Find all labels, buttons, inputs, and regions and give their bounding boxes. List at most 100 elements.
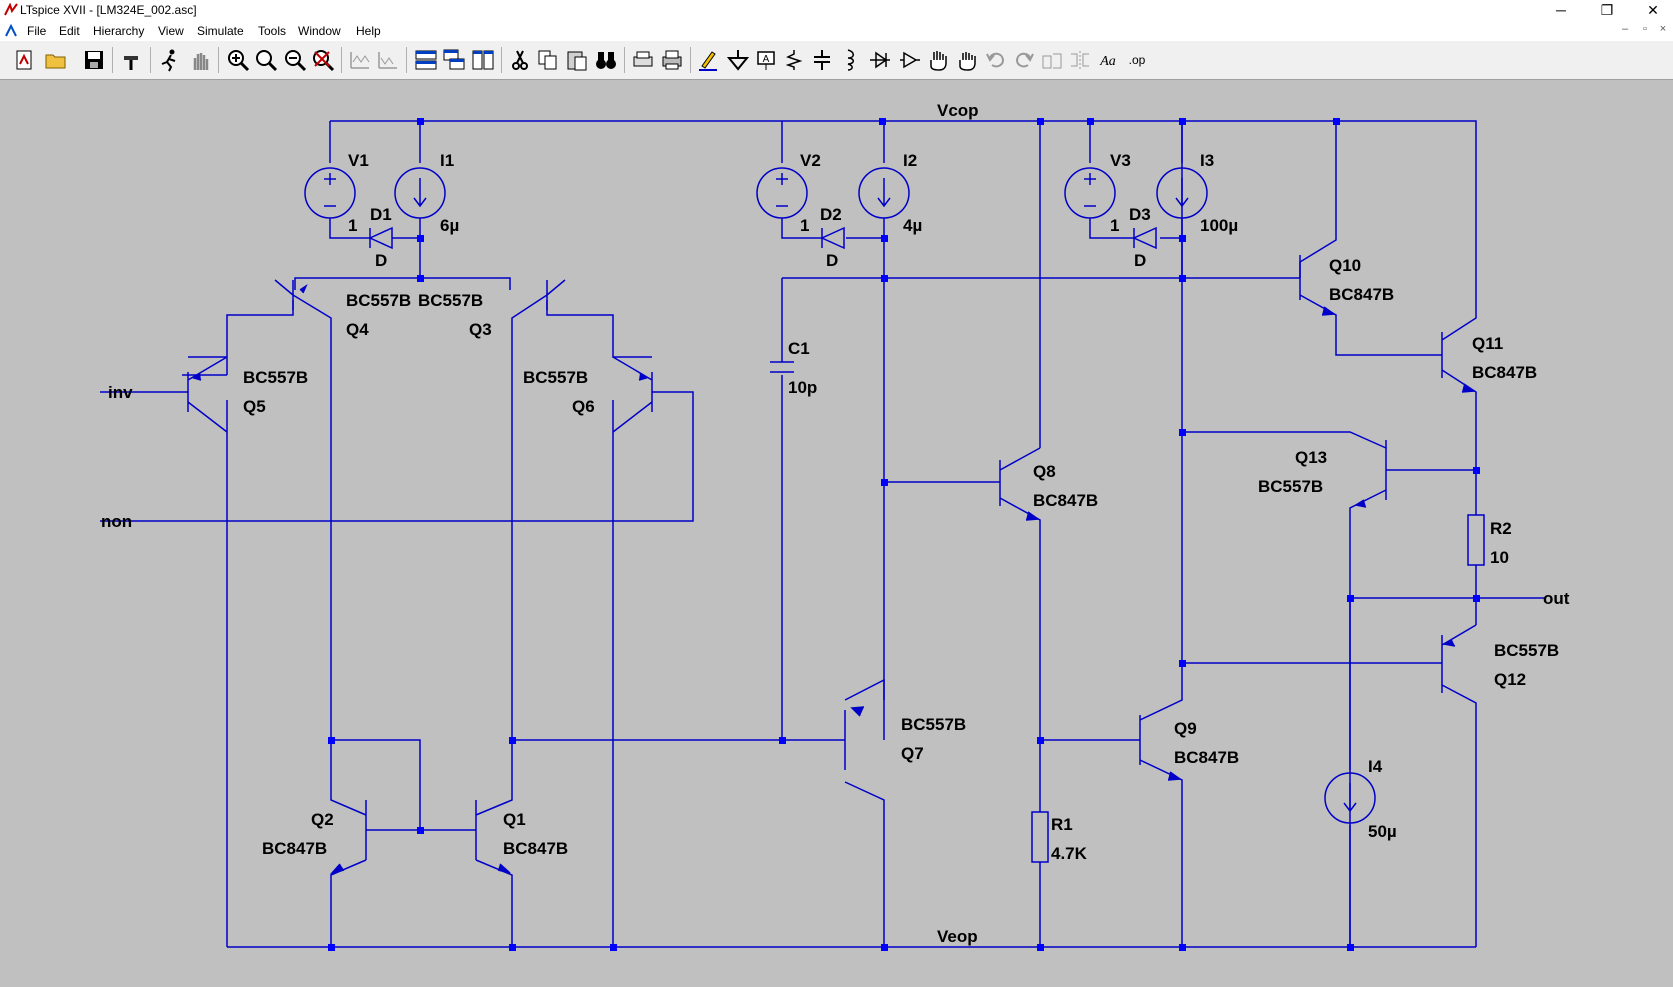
menu-edit[interactable]: Edit xyxy=(59,24,80,38)
save-icon[interactable] xyxy=(82,48,106,72)
diode-d3-symbol[interactable] xyxy=(1130,226,1157,250)
print-icon[interactable] xyxy=(660,48,684,72)
zoom-fit-icon[interactable] xyxy=(311,48,335,72)
components xyxy=(187,167,1485,875)
source-i2-symbol[interactable] xyxy=(858,167,910,219)
menu-hierarchy[interactable]: Hierarchy xyxy=(93,24,145,38)
tile-horizontal-icon[interactable] xyxy=(414,48,438,72)
ground-icon[interactable] xyxy=(726,48,750,72)
ref-v2: V2 xyxy=(800,151,821,170)
ref-v3: V3 xyxy=(1110,151,1131,170)
ref-q2: Q2 xyxy=(311,810,334,829)
undo-icon[interactable] xyxy=(984,48,1008,72)
tile-vertical-icon[interactable] xyxy=(471,48,495,72)
resistor-r2-symbol[interactable] xyxy=(1467,514,1485,566)
diode-d1-symbol[interactable] xyxy=(363,226,397,250)
redo-icon[interactable] xyxy=(1012,48,1036,72)
resistor-icon[interactable] xyxy=(782,48,806,72)
text-icon[interactable]: Aa xyxy=(1096,48,1120,72)
autorange-x-icon[interactable] xyxy=(348,48,372,72)
wires xyxy=(100,120,1545,948)
value-q8: BC847B xyxy=(1033,491,1098,510)
value-q11: BC847B xyxy=(1472,363,1537,382)
ref-i4: I4 xyxy=(1368,757,1383,776)
source-i1-symbol[interactable] xyxy=(394,167,446,219)
autorange-y-icon[interactable] xyxy=(376,48,400,72)
zoom-in-icon[interactable] xyxy=(226,48,250,72)
value-q7: BC557B xyxy=(901,715,966,734)
ref-d2: D2 xyxy=(820,205,842,224)
mirror-icon[interactable] xyxy=(1068,48,1092,72)
capacitor-icon[interactable] xyxy=(810,48,834,72)
window-minimize-button[interactable]: ─ xyxy=(1556,2,1566,18)
find-binoculars-icon[interactable] xyxy=(594,48,618,72)
schematic-canvas[interactable]: Vcop Veop inv non out V1 1 I1 6µ D1 D V2… xyxy=(0,80,1673,987)
transistor-q6-symbol[interactable] xyxy=(612,356,653,433)
ref-q7: Q7 xyxy=(901,744,924,763)
value-i2: 4µ xyxy=(903,216,922,235)
source-i3-symbol[interactable] xyxy=(1156,167,1208,219)
source-i4-symbol[interactable] xyxy=(1324,772,1376,824)
halt-hand-icon[interactable] xyxy=(188,48,212,72)
rotate-icon[interactable] xyxy=(1040,48,1064,72)
new-schematic-icon[interactable] xyxy=(12,48,36,72)
transistor-q3-symbol[interactable] xyxy=(511,279,566,355)
window-close-button[interactable]: ✕ xyxy=(1647,2,1659,18)
value-v3: 1 xyxy=(1110,216,1119,235)
run-icon[interactable] xyxy=(158,48,182,72)
open-folder-icon[interactable] xyxy=(44,48,68,72)
move-hand-icon[interactable] xyxy=(926,48,950,72)
zoom-out-icon[interactable] xyxy=(283,48,307,72)
doc-close-button[interactable]: × xyxy=(1659,23,1667,35)
diode-icon[interactable] xyxy=(868,48,892,72)
resistor-r1-symbol[interactable] xyxy=(1031,811,1049,863)
net-label-out: out xyxy=(1543,589,1570,608)
menu-help[interactable]: Help xyxy=(356,24,381,38)
toolbar: A Aa .op xyxy=(0,41,1673,80)
schematic-doc-icon[interactable] xyxy=(4,24,18,38)
title-bar: LTspice XVII - [LM324E_002.asc] ─ ❐ ✕ xyxy=(0,0,1673,21)
spice-directive-icon[interactable]: .op xyxy=(1125,48,1149,72)
ref-q12: Q12 xyxy=(1494,670,1526,689)
source-v2-symbol[interactable] xyxy=(756,167,808,219)
menu-window[interactable]: Window xyxy=(298,24,341,38)
menu-view[interactable]: View xyxy=(158,24,184,38)
value-q2: BC847B xyxy=(262,839,327,858)
label-net-icon[interactable]: A xyxy=(754,48,778,72)
value-v1: 1 xyxy=(348,216,357,235)
source-v3-symbol[interactable] xyxy=(1064,167,1116,219)
value-q6: BC557B xyxy=(523,368,588,387)
paste-icon[interactable] xyxy=(565,48,589,72)
value-q5: BC557B xyxy=(243,368,308,387)
diode-d2-symbol[interactable] xyxy=(808,226,845,250)
pan-icon[interactable] xyxy=(254,48,278,72)
svg-text:Aa: Aa xyxy=(1099,54,1116,69)
source-v1-symbol[interactable] xyxy=(304,167,356,219)
transistor-q5-symbol[interactable] xyxy=(187,356,228,433)
ref-i3: I3 xyxy=(1200,151,1214,170)
ref-v1: V1 xyxy=(348,151,369,170)
component-icon[interactable] xyxy=(898,48,922,72)
capacitor-c1-symbol[interactable] xyxy=(770,361,794,373)
control-panel-hammer-icon[interactable] xyxy=(120,48,144,72)
drag-hand-icon[interactable] xyxy=(955,48,979,72)
menu-simulate[interactable]: Simulate xyxy=(197,24,244,38)
menu-bar: File Edit Hierarchy View Simulate Tools … xyxy=(0,21,1673,42)
copy-icon[interactable] xyxy=(536,48,560,72)
draw-wire-pencil-icon[interactable] xyxy=(696,48,720,72)
cut-scissors-icon[interactable] xyxy=(508,48,532,72)
ref-q9: Q9 xyxy=(1174,719,1197,738)
ref-r1: R1 xyxy=(1051,815,1073,834)
menu-file[interactable]: File xyxy=(27,24,47,38)
transistor-q4-symbol[interactable] xyxy=(274,279,332,355)
window-restore-button[interactable]: ❐ xyxy=(1600,2,1614,18)
inductor-icon[interactable] xyxy=(838,48,862,72)
cascade-windows-icon[interactable] xyxy=(442,48,466,72)
print-preview-icon[interactable] xyxy=(631,48,655,72)
menu-tools[interactable]: Tools xyxy=(258,24,287,38)
net-label-veop: Veop xyxy=(937,927,978,946)
value-q9: BC847B xyxy=(1174,748,1239,767)
value-i1: 6µ xyxy=(440,216,459,235)
doc-restore-button[interactable]: ▫ xyxy=(1643,23,1647,35)
doc-minimize-button[interactable]: – xyxy=(1621,23,1629,35)
